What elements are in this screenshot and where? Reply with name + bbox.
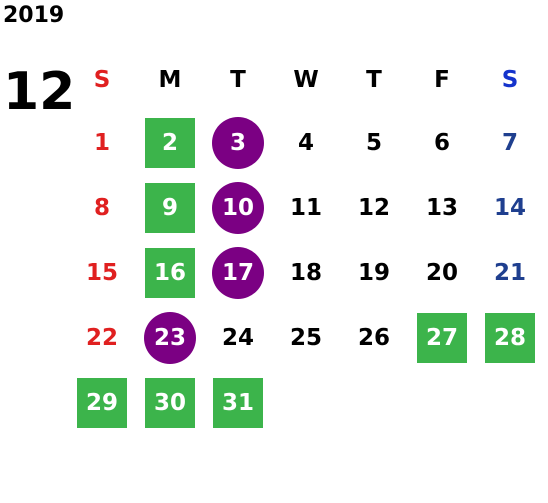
day-cell[interactable]: 3 bbox=[204, 110, 272, 175]
day-cell[interactable]: 26 bbox=[340, 305, 408, 370]
empty-day-cell bbox=[272, 370, 340, 435]
day-number: 3 bbox=[229, 129, 246, 156]
day-number: 18 bbox=[289, 259, 322, 286]
day-number: 4 bbox=[297, 129, 314, 156]
weekday-header-row: S M T W T F S bbox=[68, 50, 544, 110]
day-cell[interactable]: 17 bbox=[204, 240, 272, 305]
day-cell[interactable]: 7 bbox=[476, 110, 544, 175]
day-number: 22 bbox=[85, 324, 118, 351]
empty-day-cell bbox=[408, 370, 476, 435]
day-cell[interactable]: 2 bbox=[136, 110, 204, 175]
day-cell[interactable]: 29 bbox=[68, 370, 136, 435]
weekday-wednesday: W bbox=[293, 67, 319, 93]
day-number: 30 bbox=[153, 389, 186, 416]
day-cell[interactable]: 31 bbox=[204, 370, 272, 435]
day-number: 14 bbox=[493, 194, 526, 221]
day-cell[interactable]: 21 bbox=[476, 240, 544, 305]
weekday-tuesday: T bbox=[230, 67, 246, 93]
day-cell[interactable]: 30 bbox=[136, 370, 204, 435]
week-row: 22 23 24 25 26 27 28 bbox=[68, 305, 544, 370]
day-number: 7 bbox=[501, 129, 518, 156]
day-cell[interactable]: 16 bbox=[136, 240, 204, 305]
day-cell[interactable]: 11 bbox=[272, 175, 340, 240]
day-number: 25 bbox=[289, 324, 322, 351]
day-cell[interactable]: 20 bbox=[408, 240, 476, 305]
year-label: 2019 bbox=[3, 3, 65, 28]
day-cell[interactable]: 23 bbox=[136, 305, 204, 370]
weekday-saturday: S bbox=[501, 67, 519, 93]
day-number: 16 bbox=[153, 259, 186, 286]
weekday-sunday: S bbox=[93, 67, 111, 93]
day-number: 13 bbox=[425, 194, 458, 221]
week-row: 8 9 10 11 12 13 14 bbox=[68, 175, 544, 240]
day-number: 31 bbox=[221, 389, 254, 416]
day-number: 6 bbox=[433, 129, 450, 156]
month-label: 12 bbox=[3, 62, 76, 122]
day-cell[interactable]: 6 bbox=[408, 110, 476, 175]
week-row: 15 16 17 18 19 20 21 bbox=[68, 240, 544, 305]
day-cell[interactable]: 24 bbox=[204, 305, 272, 370]
day-number: 8 bbox=[93, 194, 110, 221]
day-number: 29 bbox=[85, 389, 118, 416]
day-cell[interactable]: 1 bbox=[68, 110, 136, 175]
weekday-monday: M bbox=[158, 67, 182, 93]
empty-day-cell bbox=[476, 370, 544, 435]
day-number: 5 bbox=[365, 129, 382, 156]
weekday-friday: F bbox=[434, 67, 450, 93]
day-number: 23 bbox=[153, 324, 186, 351]
day-cell[interactable]: 14 bbox=[476, 175, 544, 240]
day-number: 10 bbox=[221, 194, 254, 221]
day-number: 11 bbox=[289, 194, 322, 221]
day-cell[interactable]: 27 bbox=[408, 305, 476, 370]
day-number: 9 bbox=[161, 194, 178, 221]
day-cell[interactable]: 13 bbox=[408, 175, 476, 240]
day-number: 2 bbox=[161, 129, 178, 156]
day-cell[interactable]: 22 bbox=[68, 305, 136, 370]
day-number: 21 bbox=[493, 259, 526, 286]
day-cell[interactable]: 28 bbox=[476, 305, 544, 370]
day-cell[interactable]: 18 bbox=[272, 240, 340, 305]
day-cell[interactable]: 12 bbox=[340, 175, 408, 240]
weekday-thursday: T bbox=[366, 67, 382, 93]
day-number: 17 bbox=[221, 259, 254, 286]
empty-day-cell bbox=[340, 370, 408, 435]
day-cell[interactable]: 19 bbox=[340, 240, 408, 305]
day-cell[interactable]: 10 bbox=[204, 175, 272, 240]
day-cell[interactable]: 25 bbox=[272, 305, 340, 370]
day-number: 20 bbox=[425, 259, 458, 286]
day-cell[interactable]: 5 bbox=[340, 110, 408, 175]
week-row: 29 30 31 bbox=[68, 370, 544, 435]
day-number: 15 bbox=[85, 259, 118, 286]
day-cell[interactable]: 4 bbox=[272, 110, 340, 175]
week-row: 1 2 3 4 5 6 7 bbox=[68, 110, 544, 175]
day-number: 12 bbox=[357, 194, 390, 221]
day-cell[interactable]: 9 bbox=[136, 175, 204, 240]
day-number: 1 bbox=[93, 129, 110, 156]
day-number: 27 bbox=[425, 324, 458, 351]
day-number: 19 bbox=[357, 259, 390, 286]
day-cell[interactable]: 8 bbox=[68, 175, 136, 240]
day-number: 24 bbox=[221, 324, 254, 351]
day-number: 28 bbox=[493, 324, 526, 351]
day-cell[interactable]: 15 bbox=[68, 240, 136, 305]
day-number: 26 bbox=[357, 324, 390, 351]
